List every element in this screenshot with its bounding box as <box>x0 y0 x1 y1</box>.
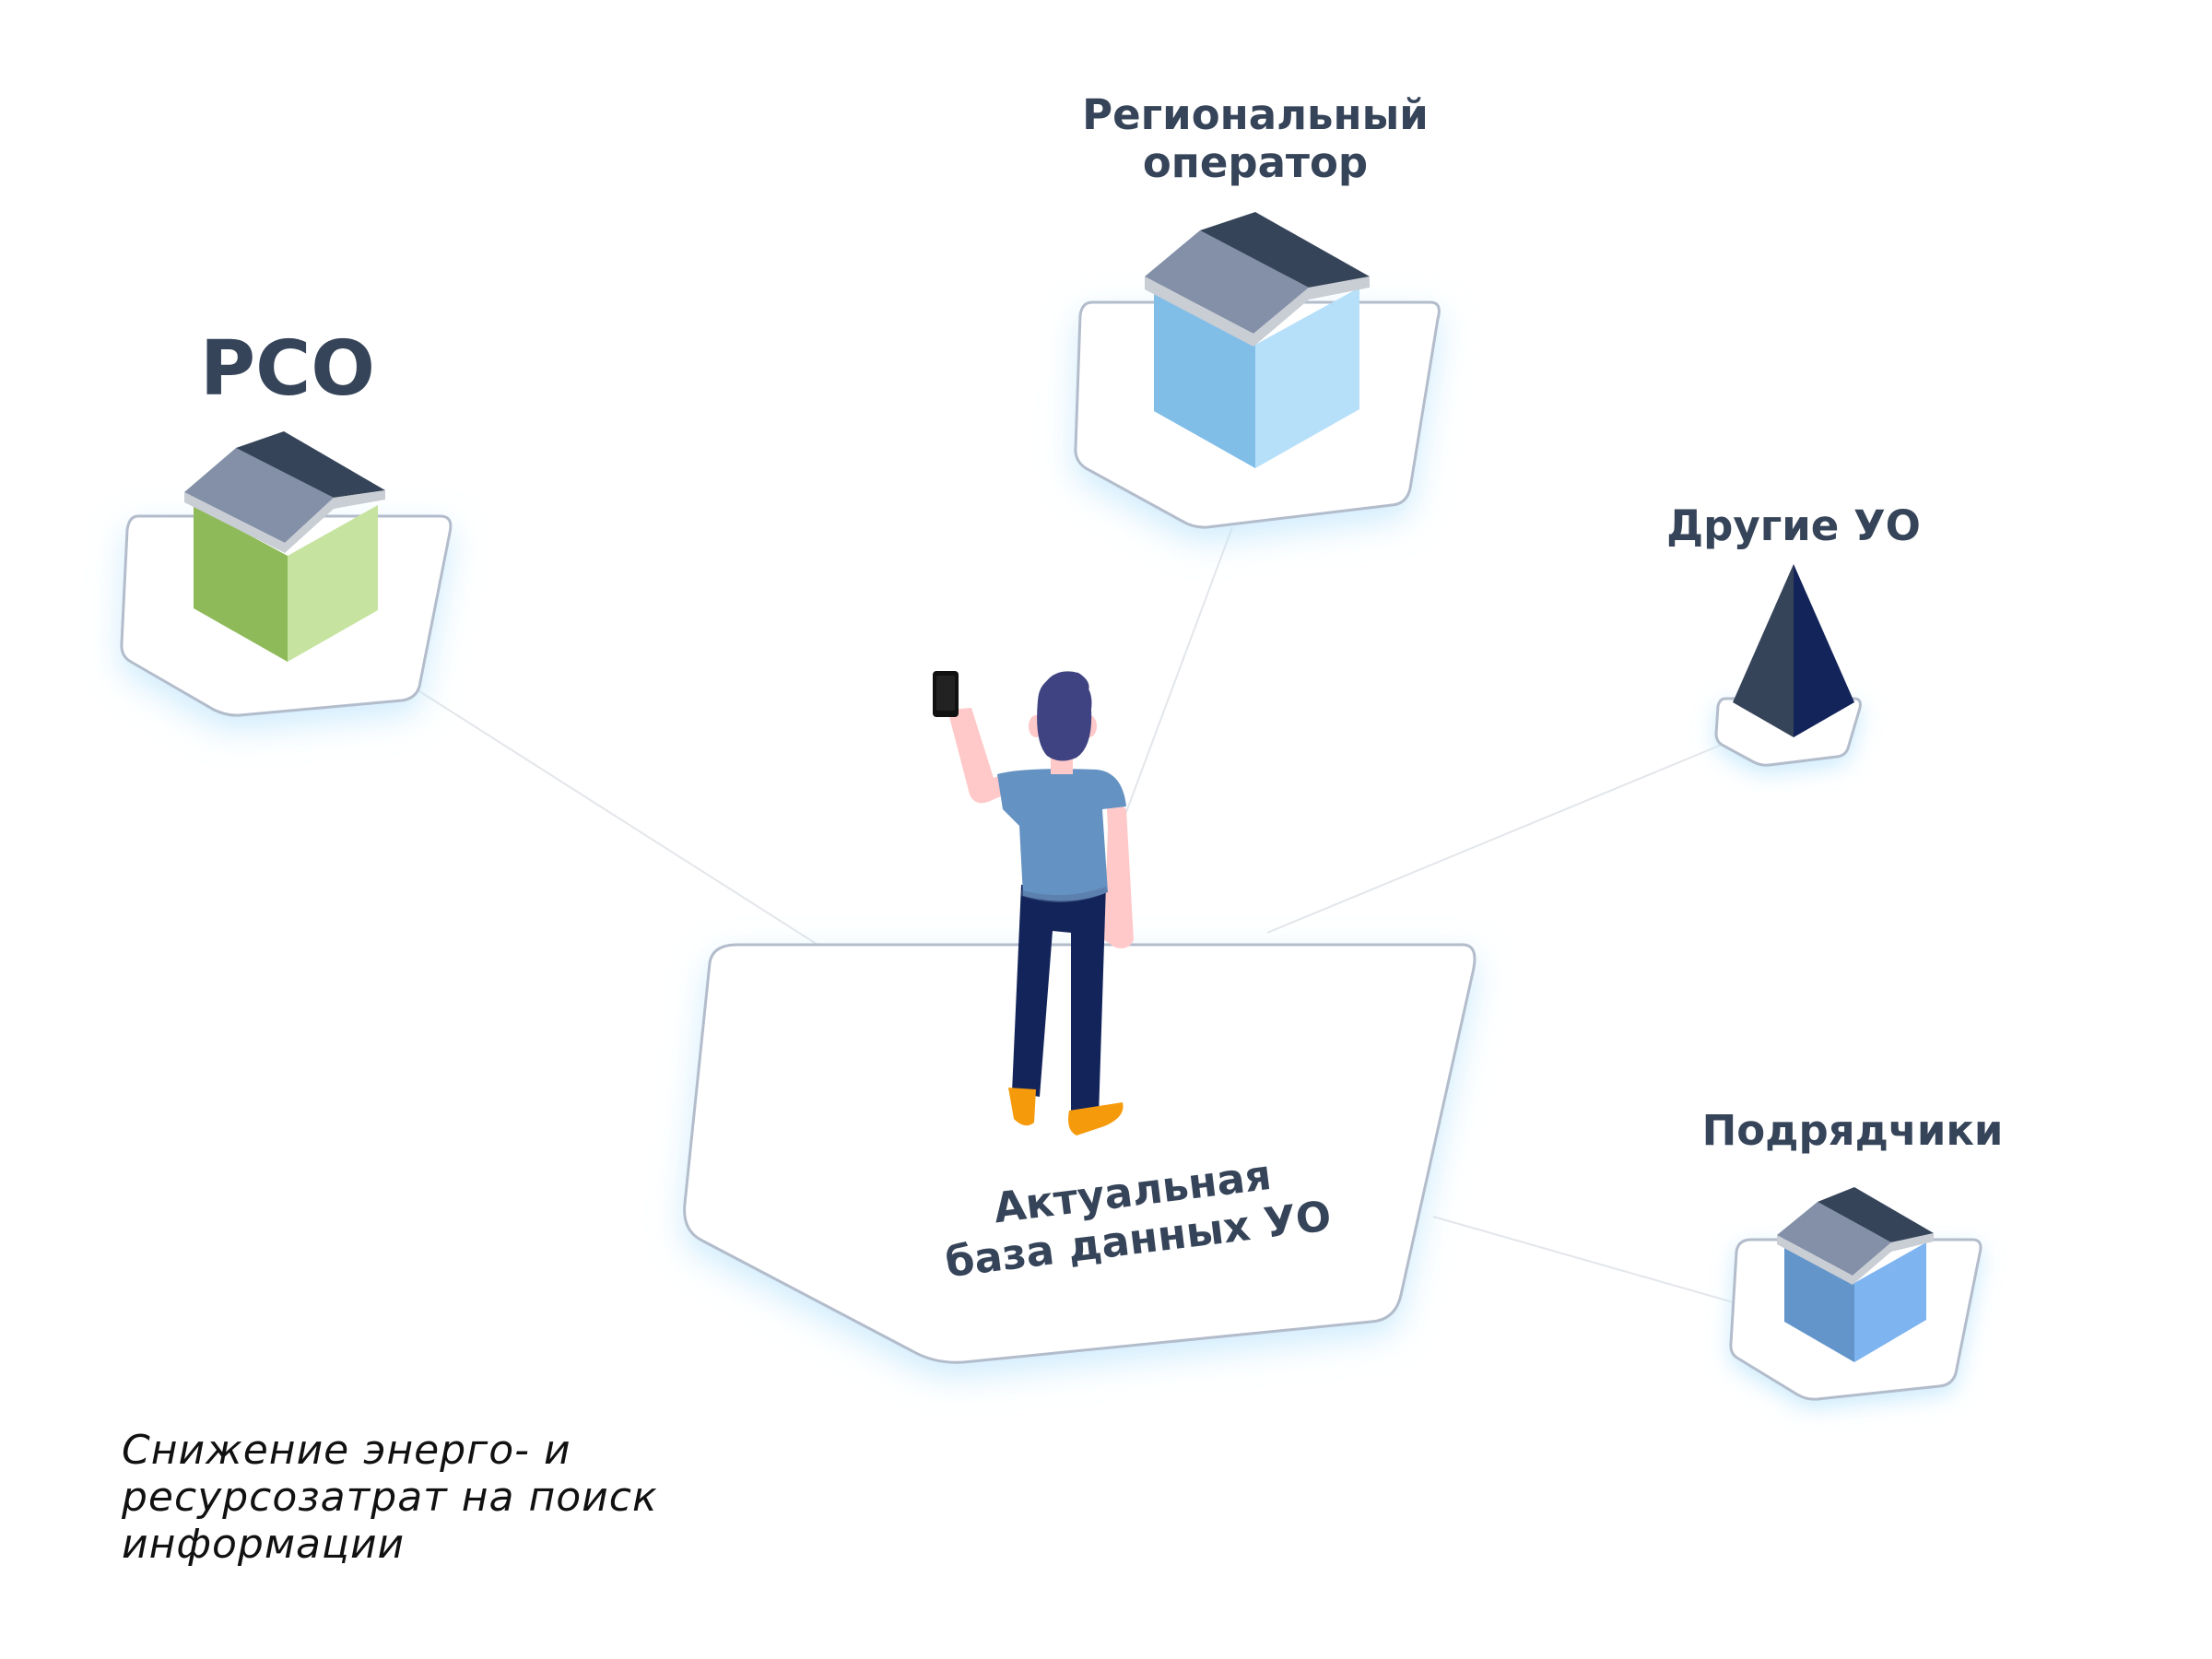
connector-lines <box>418 526 1757 1310</box>
connector-regional-operator <box>1119 526 1233 830</box>
other-uo-node: Другие УО <box>1666 501 1921 767</box>
rso-node: РСО <box>120 325 453 717</box>
blue-house-icon <box>1145 212 1370 468</box>
green-house-icon <box>184 431 385 662</box>
caption: Снижение энерго- и ресурсозатрат на поис… <box>122 1427 951 1568</box>
connector-other-uo <box>1266 741 1729 934</box>
regional-operator-node: Региональный оператор <box>1074 90 1441 529</box>
pyramid-icon <box>1733 564 1854 737</box>
person-with-phone-icon <box>933 671 1134 1135</box>
connector-contractors <box>1432 1216 1757 1310</box>
caption-line-2: ресурсозатрат на поиск <box>122 1474 658 1521</box>
center-platform <box>683 943 1477 1364</box>
small-blue-house-icon <box>1777 1187 1934 1362</box>
rso-label: РСО <box>200 325 375 413</box>
connector-rso <box>418 690 826 950</box>
regional-operator-label-line2: оператор <box>1143 138 1368 187</box>
contractors-label: Подрядчики <box>1702 1106 2004 1155</box>
other-uo-label: Другие УО <box>1666 501 1921 550</box>
regional-operator-label-line1: Региональный <box>1082 90 1429 139</box>
contractors-node: Подрядчики <box>1702 1106 2004 1401</box>
caption-line-1: Снижение энерго- и <box>122 1427 571 1474</box>
caption-line-3: информации <box>122 1521 406 1568</box>
